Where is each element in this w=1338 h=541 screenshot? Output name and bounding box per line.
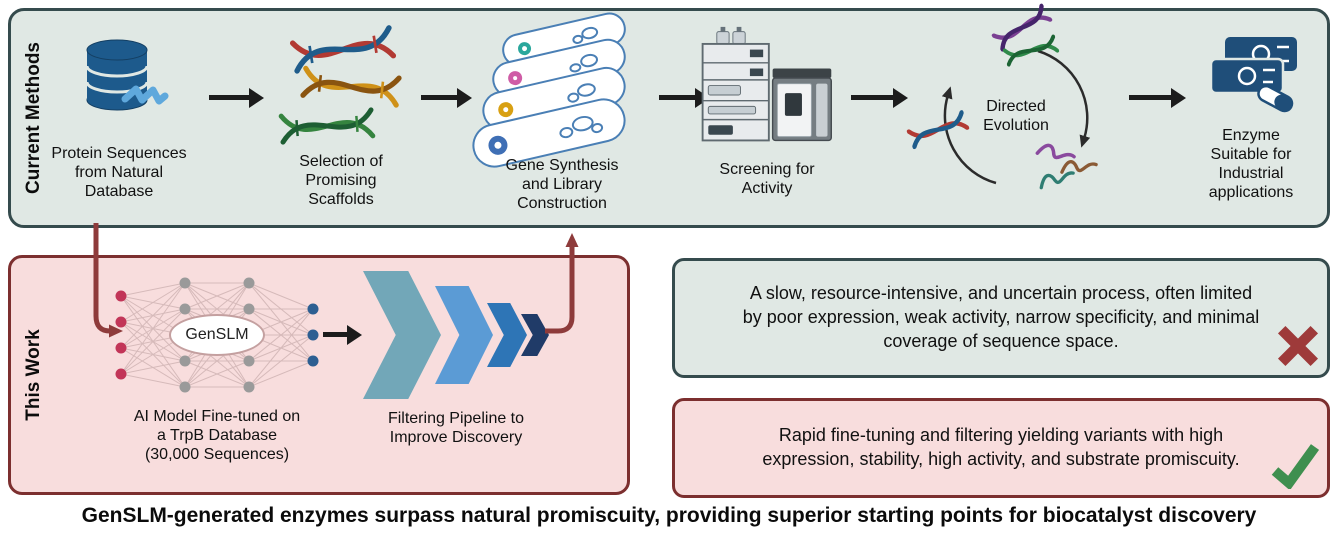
ai-model-caption: AI Model Fine-tuned on a TrpB Database (… [133, 408, 301, 463]
step-label-screening: Screening for Activity [719, 161, 815, 197]
flow-arrow-1 [209, 95, 249, 100]
funnel-stage-1 [363, 271, 441, 399]
dna-helix-red-blue-small-icon [906, 110, 970, 150]
flow-arrow-2 [421, 95, 457, 100]
filter-funnel-icon [363, 271, 549, 399]
drawback-callout: A slow, resource-intensive, and uncertai… [672, 258, 1330, 378]
check-icon [1271, 444, 1320, 489]
dna-helix-green-icon [278, 107, 376, 145]
flow-arrow-3 [659, 95, 695, 100]
step-label-gene-synthesis: Gene Synthesis and Library Construction [505, 157, 619, 212]
protein-variant-brown-icon [1060, 160, 1098, 174]
drawback-text: A slow, resource-intensive, and uncertai… [742, 283, 1260, 351]
cycle-arrows-icon [941, 49, 1091, 185]
culture-plates-icon [468, 9, 649, 172]
funnel-stage-2 [435, 286, 493, 384]
protein-variant-purple-icon [1035, 143, 1076, 160]
protein-variant-teal-icon [1039, 171, 1075, 190]
database-protein-icon [85, 39, 169, 111]
banknotes-pill-icon [1209, 37, 1297, 113]
dna-scaffolds-icon [277, 25, 409, 147]
figure-caption: GenSLM-generated enzymes surpass natural… [81, 504, 1257, 527]
dna-helix-red-blue-icon [289, 25, 397, 74]
filter-caption: Filtering Pipeline to Improve Discovery [387, 410, 525, 446]
dna-helix-gold-icon [300, 65, 402, 108]
funnel-stage-3 [487, 303, 527, 367]
this-work-title-text: This Work [23, 329, 44, 421]
directed-evolution-cycle-icon: Directed Evolution [906, 3, 1118, 213]
flow-arrow-5 [1129, 95, 1171, 100]
flow-arrow-model-to-filter [323, 332, 347, 337]
current-methods-title-text: Current Methods [23, 42, 44, 194]
benefit-callout: Rapid fine-tuning and filtering yielding… [672, 398, 1330, 498]
cross-icon [1277, 325, 1319, 367]
dna-helix-green-small-icon [1002, 34, 1060, 67]
benefit-text: Rapid fine-tuning and filtering yielding… [762, 425, 1240, 469]
this-work-title: This Work [11, 258, 57, 492]
step-label-scaffold-selection: Selection of Promising Scaffolds [299, 153, 383, 208]
dna-helix-purple-icon [991, 3, 1053, 52]
step-label-directed-evolution: Directed Evolution [983, 98, 1049, 135]
this-work-panel: This Work GenSLM AI Model Fine-tuned on … [8, 255, 630, 495]
genslm-model-badge: GenSLM [169, 314, 265, 356]
flow-arrow-4 [851, 95, 893, 100]
step-label-industrial-enzyme: Enzyme Suitable for Industrial applicati… [1208, 127, 1294, 201]
hplc-instrument-icon [701, 26, 832, 142]
current-methods-panel: Current Methods Protein Sequences from N… [8, 3, 1330, 228]
step-label-protein-sequences: Protein Sequences from Natural Database [51, 145, 187, 200]
